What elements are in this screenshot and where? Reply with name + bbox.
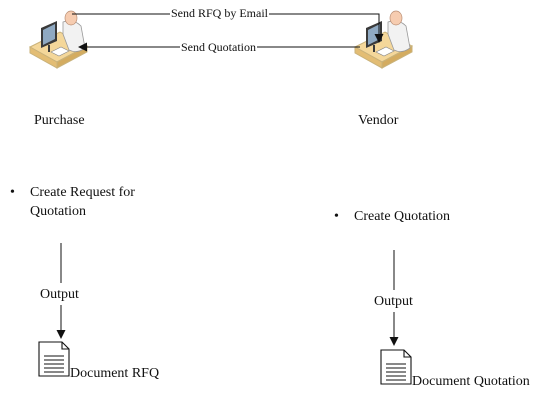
edge-label-send-rfq: Send RFQ by Email — [170, 5, 270, 21]
document-quotation-icon — [380, 349, 412, 385]
right-task-label: Create Quotation — [354, 209, 451, 224]
purchase-label: Purchase — [34, 113, 85, 128]
right-task-item: • Create Quotation — [334, 207, 494, 229]
document-rfq-label: Document RFQ — [70, 366, 160, 381]
purchase-desk-icon — [29, 10, 88, 69]
document-quotation-label: Document Quotation — [412, 374, 530, 389]
document-rfq-icon — [38, 341, 70, 377]
left-task-item: • Create Request for Quotation — [10, 183, 150, 227]
left-output-label: Output — [40, 287, 79, 302]
right-output-label: Output — [374, 294, 413, 309]
bullet-icon: • — [10, 185, 15, 200]
edge-label-send-quotation: Send Quotation — [180, 39, 257, 55]
vendor-desk-icon — [354, 10, 413, 69]
left-task-label: Create Request for Quotation — [30, 185, 135, 219]
bullet-icon: • — [334, 209, 339, 224]
vendor-label: Vendor — [358, 113, 399, 128]
